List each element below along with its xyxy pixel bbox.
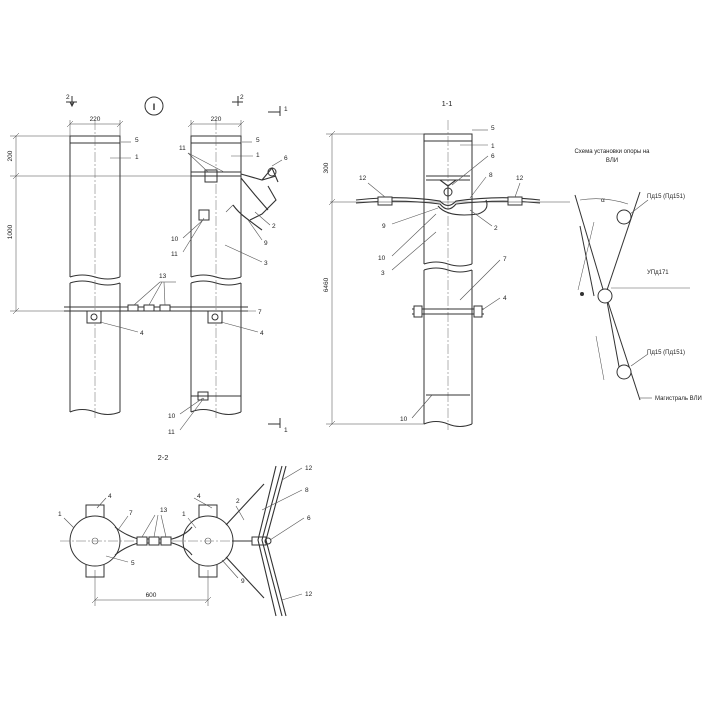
callout-10a: 10: [171, 236, 179, 243]
section-1-1: 1-1 300 6460 5: [323, 99, 570, 430]
callout-4d: 4: [108, 493, 112, 500]
dimension-pole-a-width: 220: [66, 116, 124, 136]
scheme-alpha: α: [601, 197, 605, 204]
callout-1e: 1: [182, 511, 186, 518]
callout-9c: 9: [241, 578, 245, 585]
callout-10b: 10: [168, 413, 176, 420]
tie-bar: [64, 281, 248, 324]
front-view-left: 220 220 200 1000 2 2: [7, 94, 288, 436]
cut-2-left: 2: [66, 94, 70, 101]
callout-2b: 2: [494, 225, 498, 232]
fittings-pole-b: [191, 166, 279, 401]
cut-1-bottom: 1: [284, 427, 288, 434]
callout-9b: 9: [382, 223, 386, 230]
callout-4a: 4: [140, 330, 144, 337]
callout-10d: 10: [400, 416, 408, 423]
scheme-pd15-top: Пд15 (Пд151): [647, 194, 685, 200]
section-2-2: 2-2 13 600 4 4: [58, 453, 313, 617]
callout-2c: 2: [236, 498, 240, 505]
callout-7b: 7: [503, 256, 507, 263]
callout-4e: 4: [197, 493, 201, 500]
cut-2-right: 2: [240, 94, 244, 101]
callout-7a: 7: [258, 309, 262, 316]
callout-12c: 12: [305, 465, 313, 472]
dimension-vertical-left: 200 1000: [7, 132, 191, 315]
scheme-upd: УПд171: [647, 270, 669, 276]
dim-600-label: 600: [146, 592, 157, 599]
scheme-title-line2: ВЛИ: [606, 158, 618, 164]
callout-3: 3: [264, 260, 268, 267]
dim-200-label: 200: [7, 150, 14, 161]
dim-6460-label: 6460: [323, 277, 330, 292]
section-cut-marks: 2 2 1 1 I: [66, 94, 288, 434]
callout-5a: 5: [135, 137, 139, 144]
callout-1b: 1: [256, 152, 260, 159]
callout-8: 8: [489, 172, 493, 179]
callout-13a: 13: [159, 273, 167, 280]
callout-11c: 11: [168, 429, 175, 436]
callout-9: 9: [264, 240, 268, 247]
pole-b: [190, 120, 242, 420]
section-1-1-title: 1-1: [442, 99, 453, 108]
callout-4b: 4: [260, 330, 264, 337]
callout-6c: 6: [307, 515, 311, 522]
installation-scheme: Схема установки опоры на ВЛИ α Пд15 (Пд1…: [574, 149, 701, 402]
callout-13b: 13: [160, 507, 168, 514]
callout-7c: 7: [129, 510, 133, 517]
sheet-mark: I: [153, 102, 156, 112]
callout-11a: 11: [179, 145, 186, 152]
dim-300-label: 300: [323, 162, 330, 173]
dim-220-a-label: 220: [90, 116, 101, 123]
callout-12d: 12: [305, 591, 313, 598]
callout-11b: 11: [171, 251, 178, 258]
callout-5d: 5: [131, 560, 135, 567]
dim-1000-label: 1000: [7, 224, 14, 239]
callout-8b: 8: [305, 487, 309, 494]
callout-10c: 10: [378, 255, 386, 262]
callout-12a: 12: [516, 175, 524, 182]
callout-3b: 3: [381, 270, 385, 277]
scheme-magistral: Магистраль ВЛИ: [655, 396, 702, 402]
callout-1d: 1: [58, 511, 62, 518]
cut-1-top: 1: [284, 106, 288, 113]
callout-6b: 6: [491, 153, 495, 160]
scheme-title-line1: Схема установки опоры на: [574, 149, 650, 155]
pole-a: [69, 120, 121, 420]
callout-5c: 5: [491, 125, 495, 132]
callout-12b: 12: [359, 175, 367, 182]
section-2-2-title: 2-2: [158, 453, 169, 462]
dimension-pole-b-width: 220: [187, 116, 245, 136]
callout-1c: 1: [491, 143, 495, 150]
callout-2: 2: [272, 223, 276, 230]
callout-4c: 4: [503, 295, 507, 302]
callouts-front-view: 5 1 5 1 6 11 2 9 3 10 11 13 7 4: [99, 137, 288, 436]
callout-5b: 5: [256, 137, 260, 144]
scheme-pd15-bottom: Пд15 (Пд151): [647, 350, 685, 356]
dim-220-b-label: 220: [211, 116, 222, 123]
callout-1a: 1: [135, 154, 139, 161]
callout-6: 6: [284, 155, 288, 162]
